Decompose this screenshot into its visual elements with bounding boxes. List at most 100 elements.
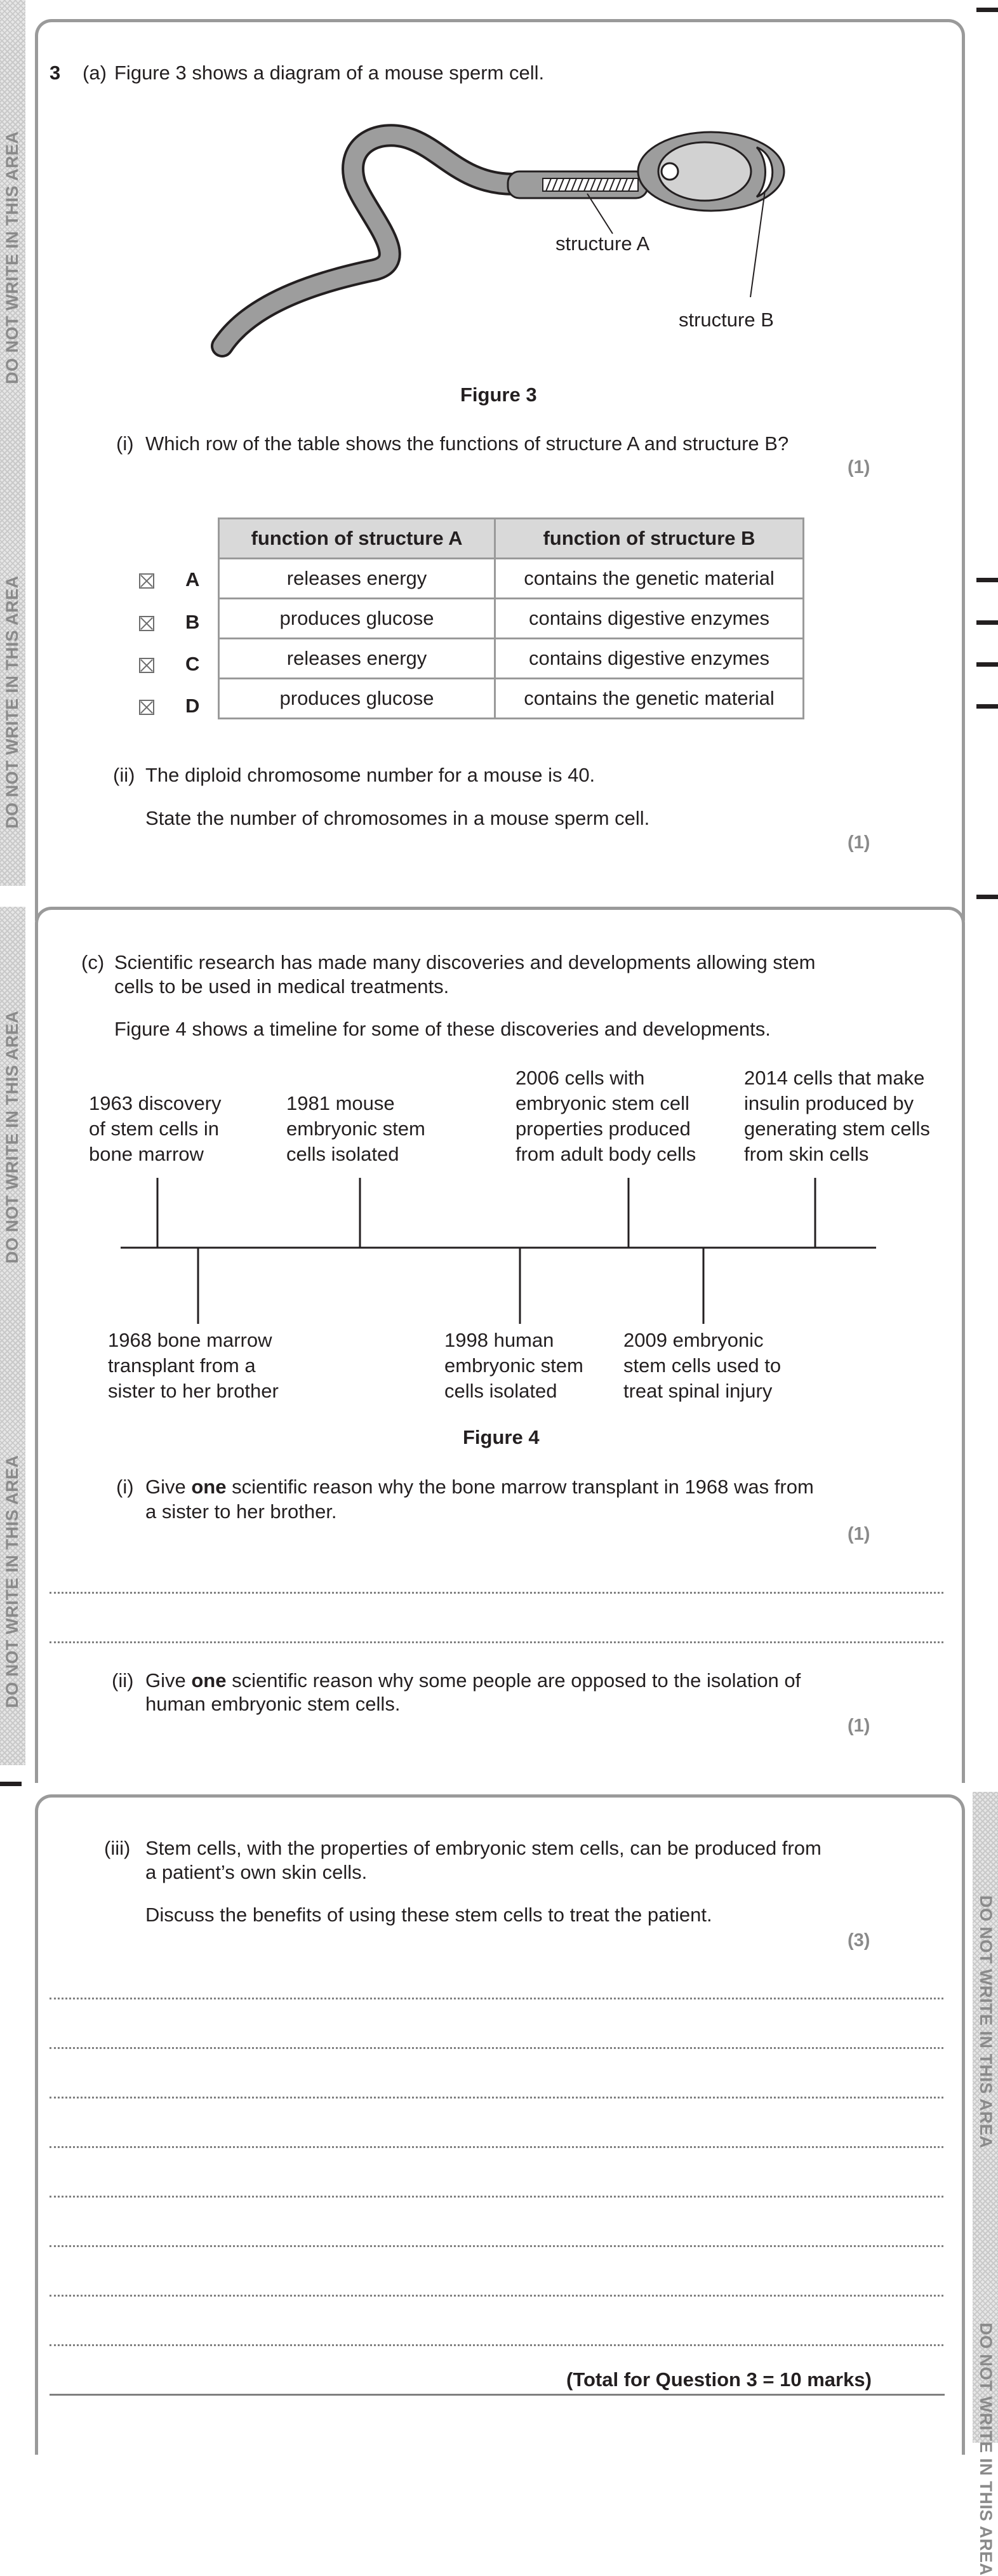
timeline-event-text: of stem cells in: [89, 1118, 220, 1140]
sub-question-text: The diploid chromosome number for a mous…: [145, 764, 595, 786]
figure-4-caption: Figure 4: [463, 1426, 540, 1448]
answer-line[interactable]: [50, 1998, 943, 1999]
part-label: (a): [83, 62, 107, 84]
question-intro: Figure 4 shows a timeline for some of th…: [114, 1018, 771, 1040]
timeline-event-2009: 2009 embryonic stem cells used to treat …: [623, 1328, 781, 1404]
timeline-event-text: cells isolated: [444, 1380, 557, 1402]
sub-question-text: a sister to her brother.: [145, 1500, 337, 1523]
timeline-event-text: embryonic stem: [444, 1354, 583, 1377]
margin-warning: DO NOT WRITE IN THIS AREA: [3, 1455, 22, 1709]
sub-question-text: Discuss the benefits of using these stem…: [145, 1904, 712, 1926]
timeline-event-text: embryonic stem cell: [516, 1092, 689, 1114]
answer-checkbox-a[interactable]: [139, 573, 154, 589]
functions-table: function of structure A function of stru…: [218, 517, 804, 719]
margin-hatch-left-middle: [0, 907, 25, 1765]
structure-a-label: structure A: [556, 232, 650, 255]
sub-question-number: (i): [116, 1476, 134, 1498]
table-row: releases energy contains digestive enzym…: [218, 637, 804, 679]
sub-question-text: Stem cells, with the properties of embry…: [145, 1837, 822, 1859]
table-cell: contains the genetic material: [494, 557, 804, 599]
answer-line[interactable]: [50, 2047, 943, 2049]
edge-mark: [976, 704, 998, 709]
figure-3-caption: Figure 3: [460, 384, 537, 406]
sub-question-number: (i): [116, 432, 134, 455]
text-span: Give: [145, 1476, 192, 1498]
edge-mark: [976, 895, 998, 899]
timeline-event-text: cells isolated: [286, 1143, 399, 1165]
timeline-event-text: transplant from a: [108, 1354, 256, 1377]
timeline-event-text: 2009 embryonic: [623, 1329, 764, 1351]
timeline-event-text: stem cells used to: [623, 1354, 782, 1377]
timeline-event-text: from skin cells: [744, 1143, 869, 1165]
answer-line[interactable]: [50, 1641, 943, 1643]
edge-mark: [976, 578, 998, 582]
table-cell: releases energy: [218, 557, 496, 599]
acrosome: [755, 146, 774, 198]
timeline-event-1998: 1998 human embryonic stem cells isolated: [444, 1328, 583, 1404]
timeline-event-text: properties produced: [516, 1118, 691, 1140]
answer-line[interactable]: [50, 2295, 943, 2297]
text-span: scientific reason why some people are op…: [226, 1669, 801, 1692]
answer-checkbox-c[interactable]: [139, 658, 154, 673]
row-letter: D: [185, 695, 200, 717]
timeline-event-text: generating stem cells: [744, 1118, 930, 1140]
margin-warning: DO NOT WRITE IN THIS AREA: [3, 575, 22, 829]
total-underline: [50, 2394, 945, 2396]
timeline-event-2014: 2014 cells that make insulin produced by…: [744, 1065, 930, 1167]
table-cell: contains the genetic material: [494, 677, 804, 719]
margin-warning: DO NOT WRITE IN THIS AREA: [3, 1010, 22, 1264]
question-3a-panel: [35, 19, 965, 921]
answer-checkbox-d[interactable]: [139, 700, 154, 715]
timeline-event-text: treat spinal injury: [623, 1380, 773, 1402]
timeline-event-1968: 1968 bone marrow transplant from a siste…: [108, 1328, 279, 1404]
text-span: scientific reason why the bone marrow tr…: [226, 1476, 814, 1498]
table-header: function of structure B: [494, 517, 804, 559]
margin-warning: DO NOT WRITE IN THIS AREA: [3, 131, 22, 385]
answer-line[interactable]: [50, 2097, 943, 2099]
part-label: (c): [81, 951, 105, 973]
sperm-cell-diagram: [211, 124, 785, 357]
table-cell: produces glucose: [218, 677, 496, 719]
timeline-event-1963: 1963 discovery of stem cells in bone mar…: [89, 1091, 222, 1167]
timeline-event-text: from adult body cells: [516, 1143, 696, 1165]
answer-line[interactable]: [50, 2196, 943, 2198]
margin-warning: DO NOT WRITE IN THIS AREA: [976, 2323, 995, 2576]
question-number: 3: [50, 62, 61, 84]
margin-hatch-right-bottom: [973, 1792, 998, 2443]
timeline-event-text: bone marrow: [89, 1143, 204, 1165]
question-3c-iii-panel: [35, 1794, 965, 2455]
edge-mark: [976, 662, 998, 667]
sub-question-text: a patient’s own skin cells.: [145, 1861, 368, 1883]
answer-checkbox-b[interactable]: [139, 616, 154, 631]
timeline-event-text: sister to her brother: [108, 1380, 279, 1402]
timeline-event-text: 1981 mouse: [286, 1092, 395, 1114]
answer-line[interactable]: [50, 2245, 943, 2247]
marks-allocation: (1): [848, 1524, 870, 1544]
sperm-tail-fill: [213, 126, 523, 355]
timeline-event-text: insulin produced by: [744, 1092, 914, 1114]
structure-b-label: structure B: [679, 309, 774, 331]
table-cell: contains digestive enzymes: [494, 597, 804, 639]
edge-mark: [976, 620, 998, 625]
table-cell: produces glucose: [218, 597, 496, 639]
answer-line[interactable]: [50, 2344, 943, 2346]
timeline-event-2006: 2006 cells with embryonic stem cell prop…: [516, 1065, 696, 1167]
sub-question-text: Which row of the table shows the functio…: [145, 432, 789, 455]
marks-allocation: (1): [848, 457, 870, 477]
centriole: [660, 162, 679, 181]
marks-allocation: (1): [848, 832, 870, 853]
sub-question-text: Give one scientific reason why the bone …: [145, 1474, 814, 1500]
question-intro: Figure 3 shows a diagram of a mouse sper…: [114, 62, 545, 84]
answer-line[interactable]: [50, 2146, 943, 2148]
table-row: produces glucose contains the genetic ma…: [218, 677, 804, 719]
timeline-diagram: [121, 1178, 876, 1324]
text-span: Give: [145, 1669, 192, 1692]
sub-question-number: (ii): [112, 1669, 134, 1692]
timeline-event-1981: 1981 mouse embryonic stem cells isolated: [286, 1091, 425, 1167]
question-intro: Scientific research has made many discov…: [114, 951, 816, 973]
table-row: produces glucose contains digestive enzy…: [218, 597, 804, 639]
question-intro: cells to be used in medical treatments.: [114, 975, 449, 998]
answer-line[interactable]: [50, 1592, 943, 1594]
row-letter: B: [185, 611, 200, 633]
question-3c-panel: [35, 907, 965, 1783]
